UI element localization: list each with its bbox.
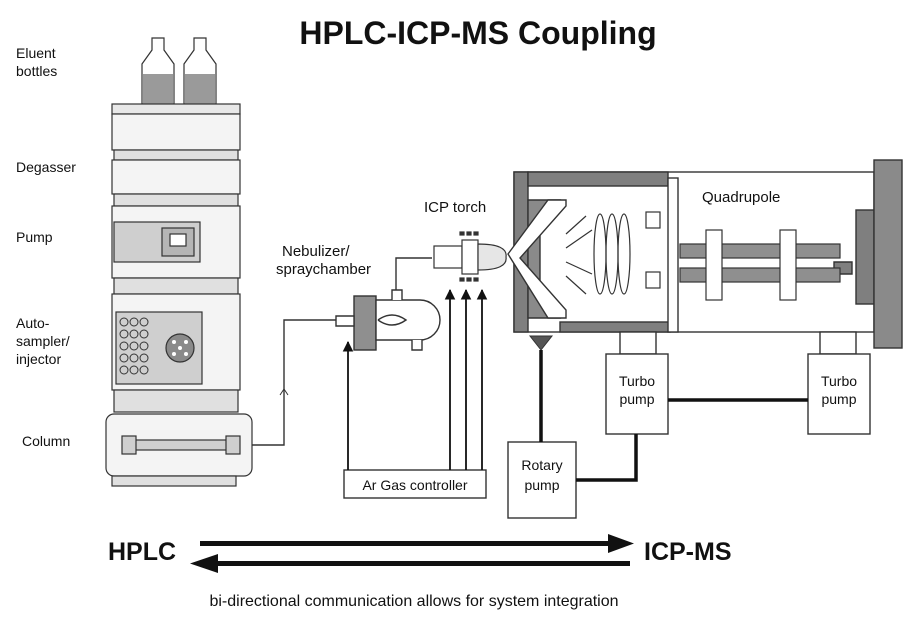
- ar-gas-controller-box: [343, 469, 487, 499]
- autosampler-label-2: sampler/: [16, 333, 70, 349]
- pump-label: Pump: [16, 229, 53, 245]
- turbo-pump-2-label-1: Turbo: [821, 373, 857, 389]
- hplc-stack: [105, 37, 253, 487]
- icpms-bottom-label: ICP-MS: [644, 538, 732, 566]
- nebulizer-label-1: Nebulizer/: [282, 243, 350, 260]
- cone-drain-icon: [528, 335, 554, 351]
- hplc-bottom-label: HPLC: [108, 538, 176, 566]
- vial-tray-icon: [119, 317, 149, 375]
- ar-gas-controller-label: Ar Gas controller: [362, 477, 467, 493]
- eluent-label-1: Eluent: [16, 45, 56, 61]
- turbo-pump-1-label-2: pump: [619, 391, 654, 407]
- autosampler-label-1: Auto-: [16, 315, 50, 331]
- injector-valve-icon: [172, 340, 188, 356]
- turbo-pump-2: [807, 331, 871, 435]
- quadrupole-rods-icon: [679, 229, 841, 301]
- bidirectional-arrows: [190, 534, 634, 573]
- icp-torch-icon: [433, 231, 507, 282]
- spraychamber-icon: [335, 257, 441, 351]
- column-tube-icon: [121, 435, 241, 455]
- eluent-label-2: bottles: [16, 63, 57, 79]
- eluent-bottles-icon: [141, 37, 217, 105]
- column-label: Column: [22, 433, 70, 449]
- degasser-label: Degasser: [16, 159, 76, 175]
- turbo-pump-1: [605, 331, 669, 435]
- turbo-pump-2-label-2: pump: [821, 391, 856, 407]
- degasser-module: [111, 113, 241, 151]
- vacuum-lines: [539, 350, 808, 482]
- transfer-line: [252, 319, 340, 446]
- gas-flow-arrows: [342, 288, 488, 470]
- quadrupole-label: Quadrupole: [702, 189, 780, 206]
- caption: bi-directional communication allows for …: [209, 593, 618, 610]
- ion-lens-icon: [565, 211, 661, 295]
- turbo-pump-1-label-1: Turbo: [619, 373, 655, 389]
- autosampler-label-3: injector: [16, 351, 61, 367]
- nebulizer-label-2: spraychamber: [276, 261, 371, 278]
- diagram-title: HPLC-ICP-MS Coupling: [299, 15, 656, 51]
- rotary-pump-label-2: pump: [524, 477, 559, 493]
- icp-torch-label: ICP torch: [424, 199, 486, 216]
- rotary-pump-label-1: Rotary: [521, 457, 562, 473]
